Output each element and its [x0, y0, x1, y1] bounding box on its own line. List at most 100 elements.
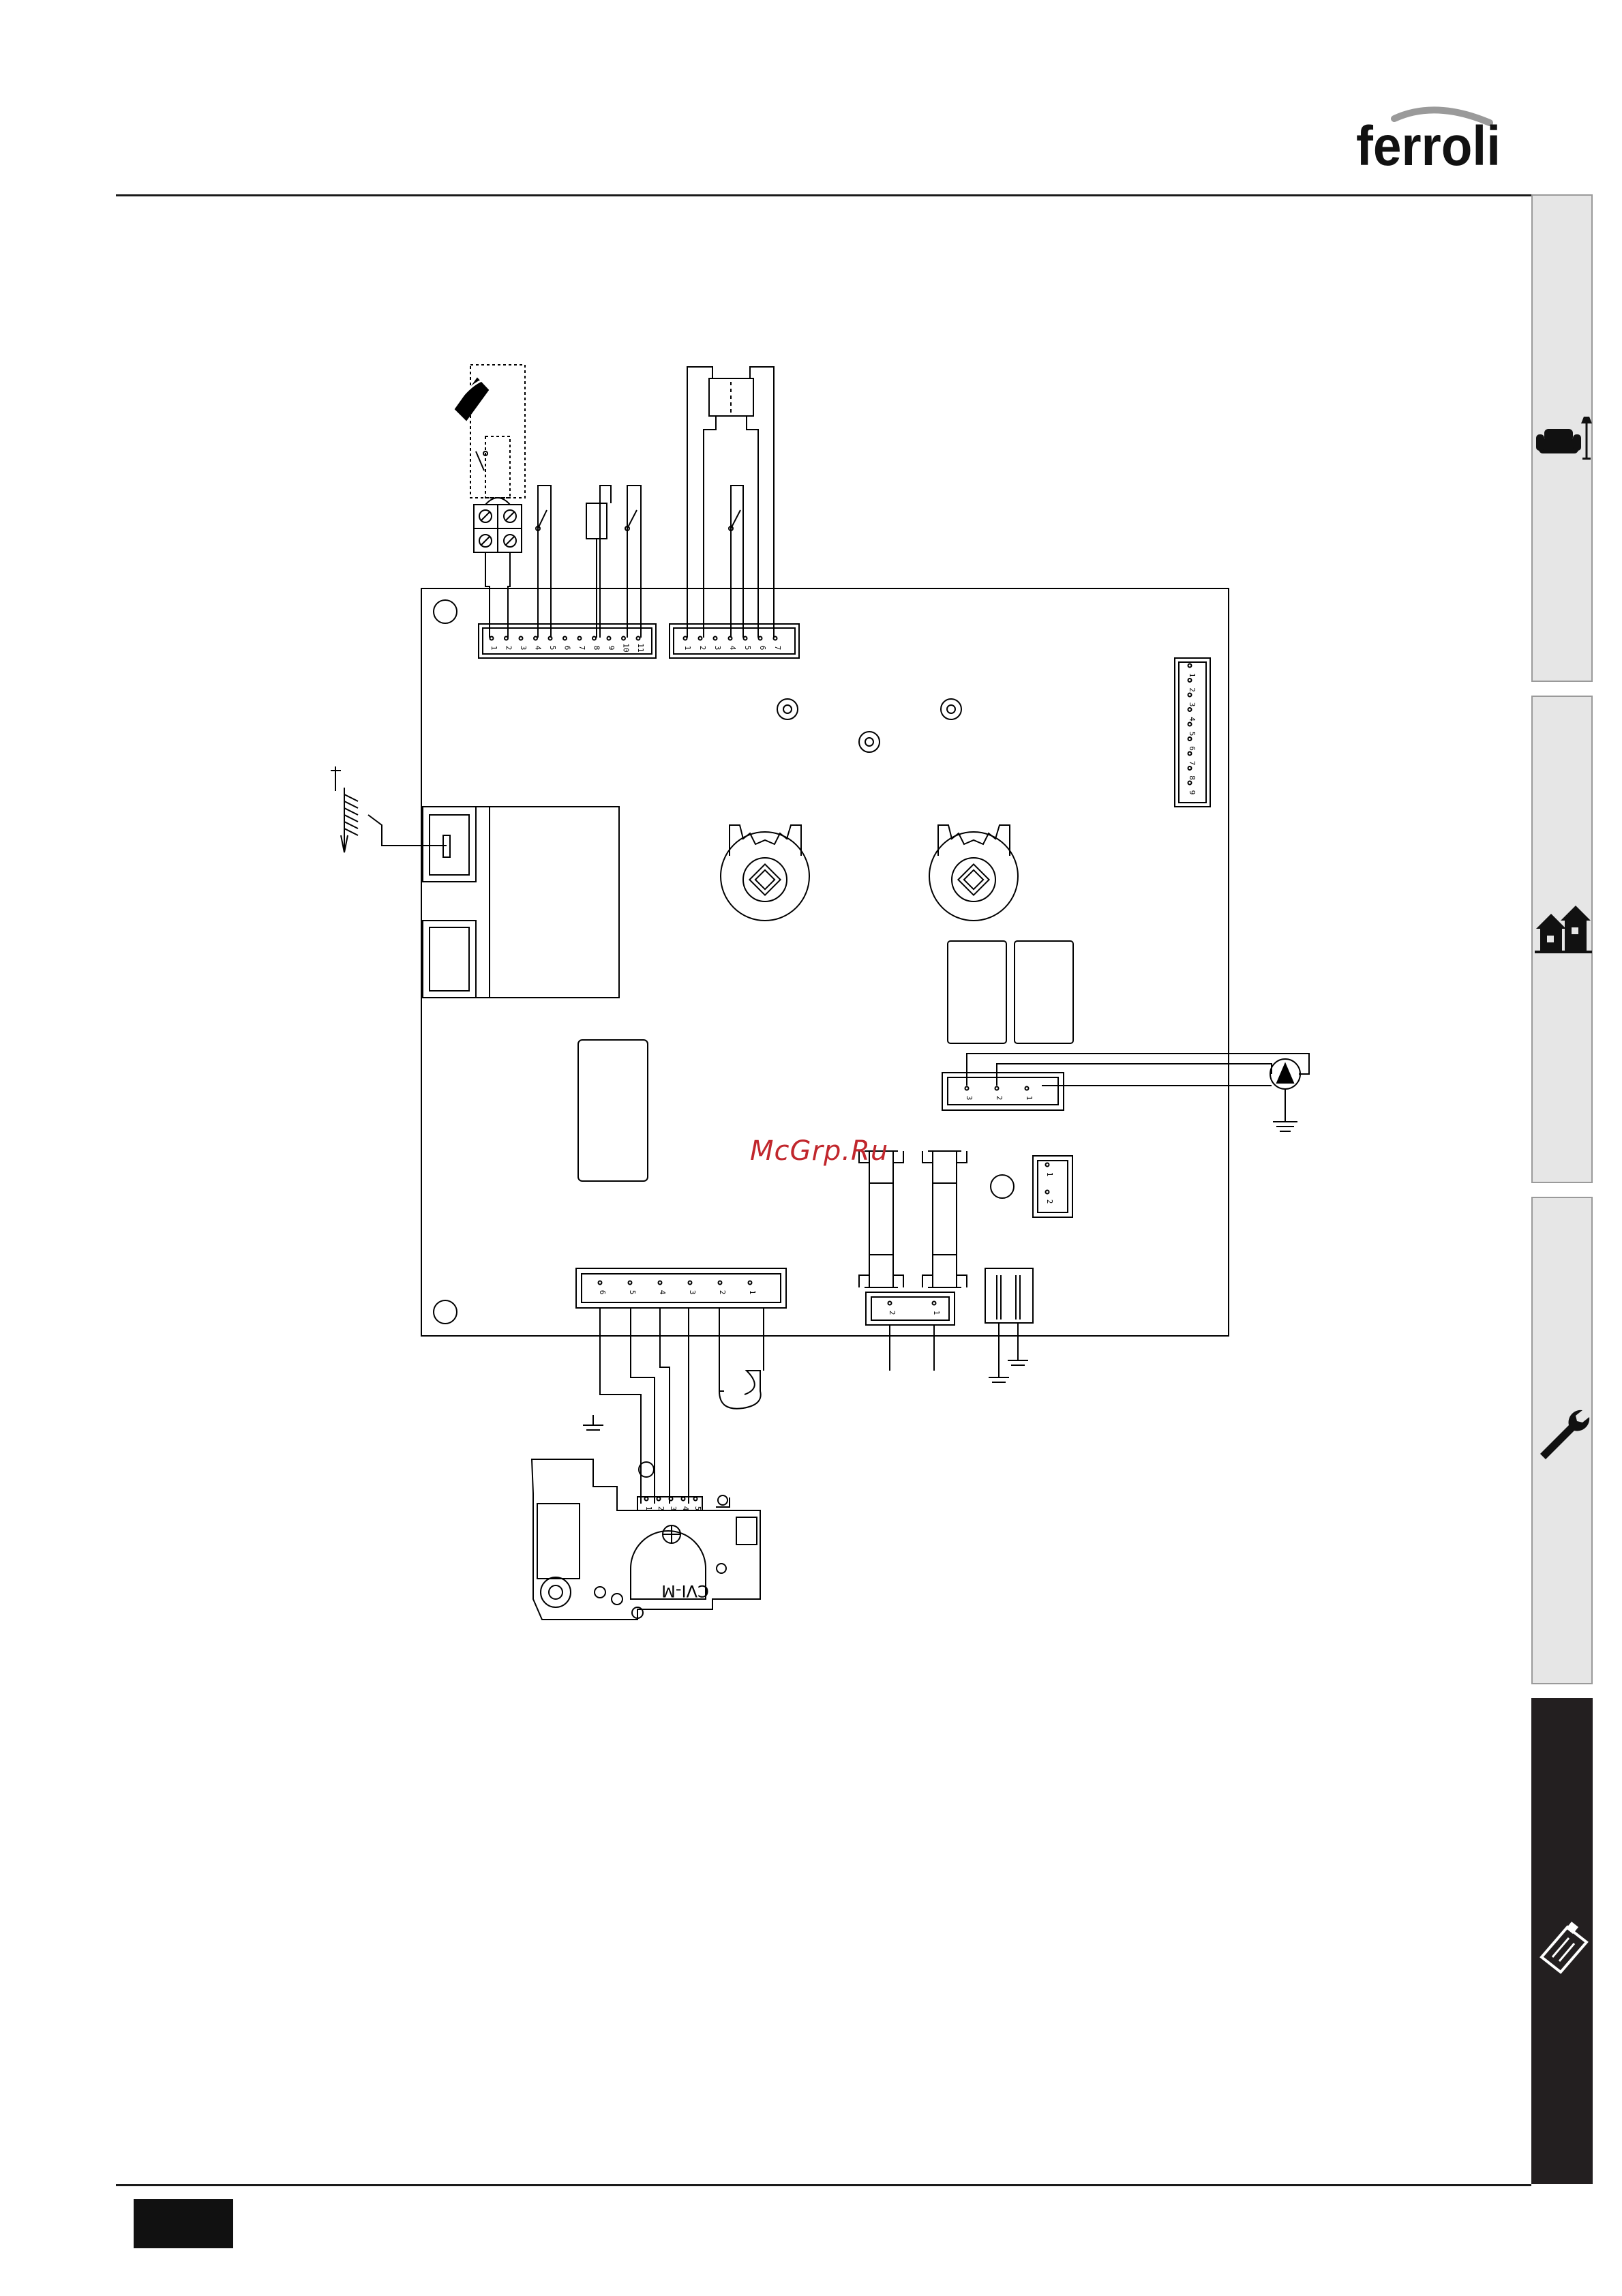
connector-pin — [637, 637, 640, 640]
side-tab-technical[interactable] — [1531, 1698, 1593, 2184]
fuse-1 — [859, 1151, 903, 1287]
pin-label: 2 — [698, 646, 707, 651]
control-board — [421, 588, 1229, 1336]
pin-label: 7 — [1188, 761, 1197, 766]
test-point-1 — [777, 699, 798, 719]
connector-pin — [1188, 664, 1192, 668]
watermark: McGrp.Ru — [750, 1135, 888, 1167]
mounting-hole-top-left — [434, 600, 457, 623]
pin-label: 6 — [758, 646, 767, 651]
pin-label: 3 — [519, 646, 528, 651]
connector-pin — [1046, 1163, 1049, 1167]
side-tab-user[interactable] — [1531, 194, 1593, 682]
connector-pin — [1188, 679, 1192, 682]
side-tab-installer[interactable] — [1531, 696, 1593, 1183]
potentiometer-left — [721, 825, 809, 921]
connector-pin — [1188, 781, 1192, 785]
page-number-box — [134, 2199, 233, 2248]
pin-label: 9 — [1188, 790, 1197, 795]
connector-pin — [659, 1281, 662, 1285]
connector-pin — [933, 1302, 936, 1305]
connector-pin — [1188, 737, 1192, 741]
connector-pin — [670, 1497, 673, 1501]
circulation-pump — [967, 1054, 1309, 1131]
footer-rule — [116, 2184, 1531, 2186]
connector-pin — [1188, 723, 1192, 726]
pin-label: 4 — [1188, 717, 1197, 721]
pin-label: 2 — [505, 646, 513, 651]
gas-valve: 12345 CVI-M — [532, 1459, 760, 1620]
pin-label: 1 — [683, 646, 692, 651]
connector-small-right: 12 — [1033, 1156, 1072, 1217]
connector-pin — [719, 1281, 722, 1285]
connector-pin — [749, 1281, 752, 1285]
ignition-transformer — [421, 807, 619, 998]
resistor-sensor — [586, 486, 611, 638]
flow-switch — [453, 365, 525, 498]
pin-label: 8 — [592, 646, 601, 651]
connector-pin — [682, 1497, 685, 1501]
connector-pin — [965, 1087, 969, 1090]
connector-pin — [694, 1497, 697, 1501]
connector-pin — [684, 637, 687, 640]
pin-label: 10 — [622, 643, 631, 652]
test-point-3 — [941, 699, 961, 719]
house-installer-icon — [1535, 901, 1592, 953]
connector-pin — [744, 637, 747, 640]
connector-pin — [490, 637, 494, 640]
connector-pin — [622, 637, 625, 640]
connector-pin — [699, 637, 702, 640]
pin-label: 6 — [598, 1290, 607, 1295]
connector-pin — [592, 637, 596, 640]
pin-label: 9 — [607, 646, 616, 651]
pin-label: 3 — [713, 646, 722, 651]
pin-label: 5 — [628, 1290, 637, 1295]
pin-label: 1 — [644, 1506, 653, 1511]
connector-pin — [759, 637, 762, 640]
connector-pin — [1188, 694, 1192, 697]
pin-label: 1 — [1025, 1096, 1034, 1101]
pin-label: 5 — [743, 646, 752, 651]
terminal-block — [474, 498, 522, 552]
pin-label: 3 — [1188, 702, 1197, 707]
connector-pin — [888, 1302, 892, 1305]
pin-label: 3 — [688, 1290, 697, 1295]
pin-label: 2 — [995, 1096, 1004, 1101]
pin-label: 7 — [773, 646, 782, 651]
pin-label: 5 — [548, 646, 557, 651]
pin-label: 5 — [1188, 732, 1197, 736]
side-tab-service[interactable] — [1531, 1197, 1593, 1684]
pin-label: 4 — [534, 646, 543, 651]
potentiometer-right — [929, 825, 1018, 921]
connector-pin — [689, 1281, 692, 1285]
pressure-switch — [687, 367, 774, 638]
test-point-2 — [859, 732, 880, 752]
pin-label: 8 — [1188, 775, 1197, 780]
connector-pin — [714, 637, 717, 640]
pin-label: 2 — [888, 1311, 897, 1315]
relay-2 — [1015, 941, 1073, 1043]
pin-label: 6 — [563, 646, 572, 651]
wrench-icon — [1535, 1406, 1592, 1463]
pin-label: 1 — [490, 646, 498, 651]
pin-label: 4 — [658, 1290, 667, 1295]
pin-label: 1 — [1188, 673, 1197, 678]
switch-1 — [536, 486, 551, 638]
pin-label: 1 — [1045, 1172, 1054, 1177]
user-sofa-icon — [1535, 414, 1592, 463]
connector-pin — [534, 637, 537, 640]
pin-label: 11 — [636, 643, 645, 652]
pin-label: 7 — [577, 646, 586, 651]
switch-2 — [625, 486, 641, 638]
pin-label: 2 — [1045, 1199, 1054, 1204]
connector-pin — [563, 637, 567, 640]
pin-label: 2 — [718, 1290, 727, 1295]
pin-label: 4 — [681, 1506, 690, 1511]
pin-label: 6 — [1188, 746, 1197, 751]
